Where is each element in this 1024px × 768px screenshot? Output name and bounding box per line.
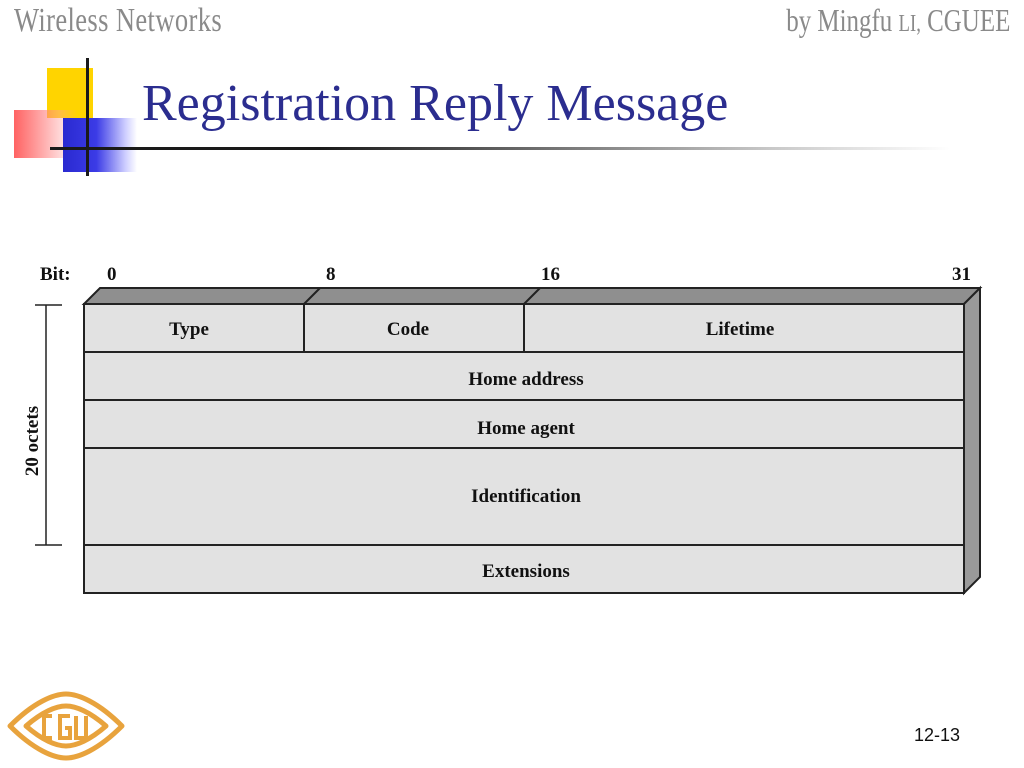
- decor-yellow-square: [47, 68, 93, 118]
- decor-blue-square: [63, 118, 137, 172]
- field-extensions-label: Extensions: [482, 561, 570, 582]
- author-prefix: by Mingfu: [785, 2, 892, 38]
- page-number: 12-13: [913, 725, 960, 745]
- field-type-label: Type: [169, 319, 209, 340]
- field-type: [83, 303, 305, 353]
- field-lifetime-label: Lifetime: [706, 319, 775, 340]
- field-extensions: [83, 544, 965, 594]
- course-name: Wireless Networks: [14, 2, 223, 39]
- field-identification: [83, 447, 965, 546]
- octet-size-label: 20 octets: [22, 406, 43, 476]
- title-underline: [50, 147, 950, 150]
- author-org: CGUEE: [926, 2, 1010, 38]
- bit-label: Bit:: [40, 264, 71, 285]
- decor-vertical-line: [86, 58, 89, 176]
- box-top-divider-8: [303, 287, 321, 305]
- slide-title: Registration Reply Message: [142, 75, 729, 132]
- field-lifetime: [523, 303, 965, 353]
- field-code-label: Code: [387, 319, 429, 340]
- author-credit: by Mingfu LI, CGUEE: [786, 2, 1010, 39]
- box-top-divider-16: [523, 287, 541, 305]
- bit-tick-0: 0: [107, 264, 117, 285]
- box-side-face: [963, 285, 981, 596]
- field-home-agent-label: Home agent: [477, 418, 575, 439]
- field-home-agent: [83, 399, 965, 449]
- bit-tick-8: 8: [326, 264, 336, 285]
- cgu-logo-icon: [7, 691, 125, 761]
- bit-tick-16: 16: [541, 264, 560, 285]
- field-identification-label: Identification: [471, 486, 581, 507]
- field-home-address: [83, 351, 965, 401]
- author-surname: LI,: [898, 11, 921, 37]
- field-home-address-label: Home address: [468, 369, 583, 390]
- bit-tick-31: 31: [952, 264, 971, 285]
